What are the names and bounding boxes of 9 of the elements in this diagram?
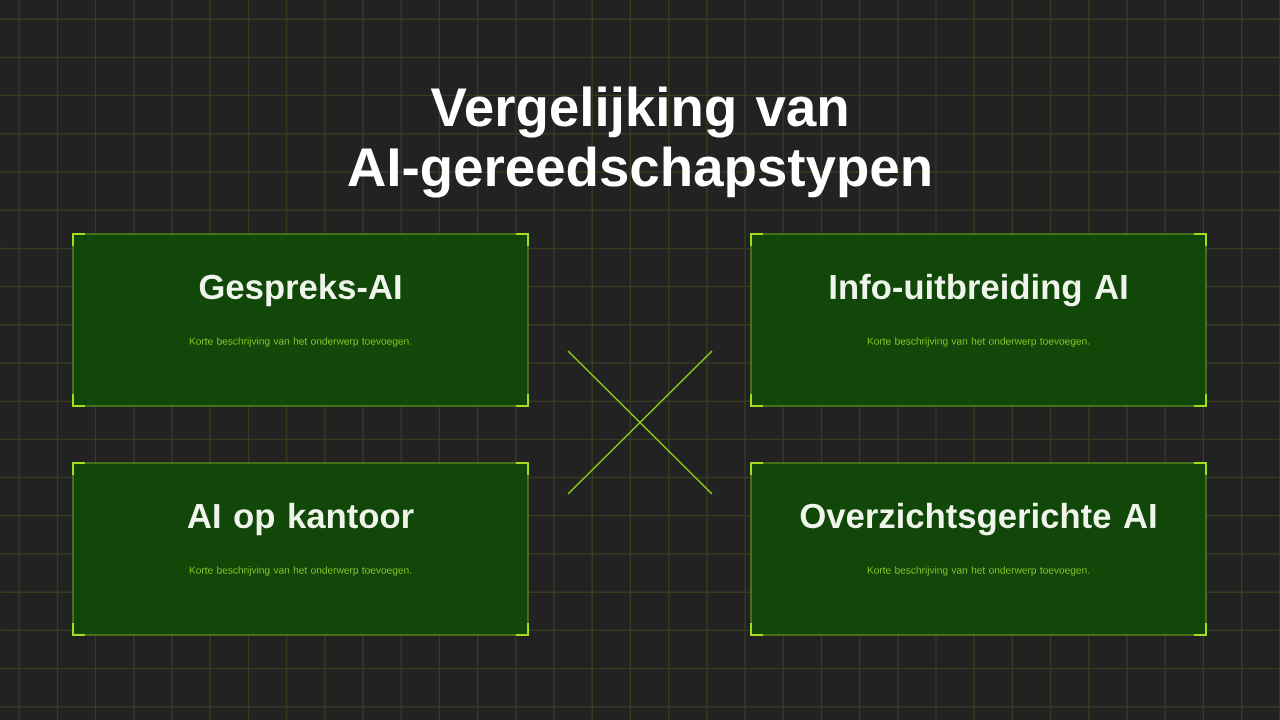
card-description: Korte beschrijving van het onderwerp toevoegen. (867, 566, 1090, 576)
card-heading: Gespreks-AI (199, 273, 401, 307)
card-description: Korte beschrijving van het onderwerp toevoegen. (189, 337, 412, 347)
card-heading: AI op kantoor (187, 502, 414, 536)
title: Vergelijking van AI-gereedschapstypen (348, 86, 930, 198)
card-description: Korte beschrijving van het onderwerp toevoegen. (189, 566, 412, 576)
card-heading: Info-uitbreiding AI (830, 273, 1127, 307)
card-heading: Overzichtsgerichte AI (800, 502, 1156, 536)
card-description: Korte beschrijving van het onderwerp toevoegen. (867, 337, 1090, 347)
